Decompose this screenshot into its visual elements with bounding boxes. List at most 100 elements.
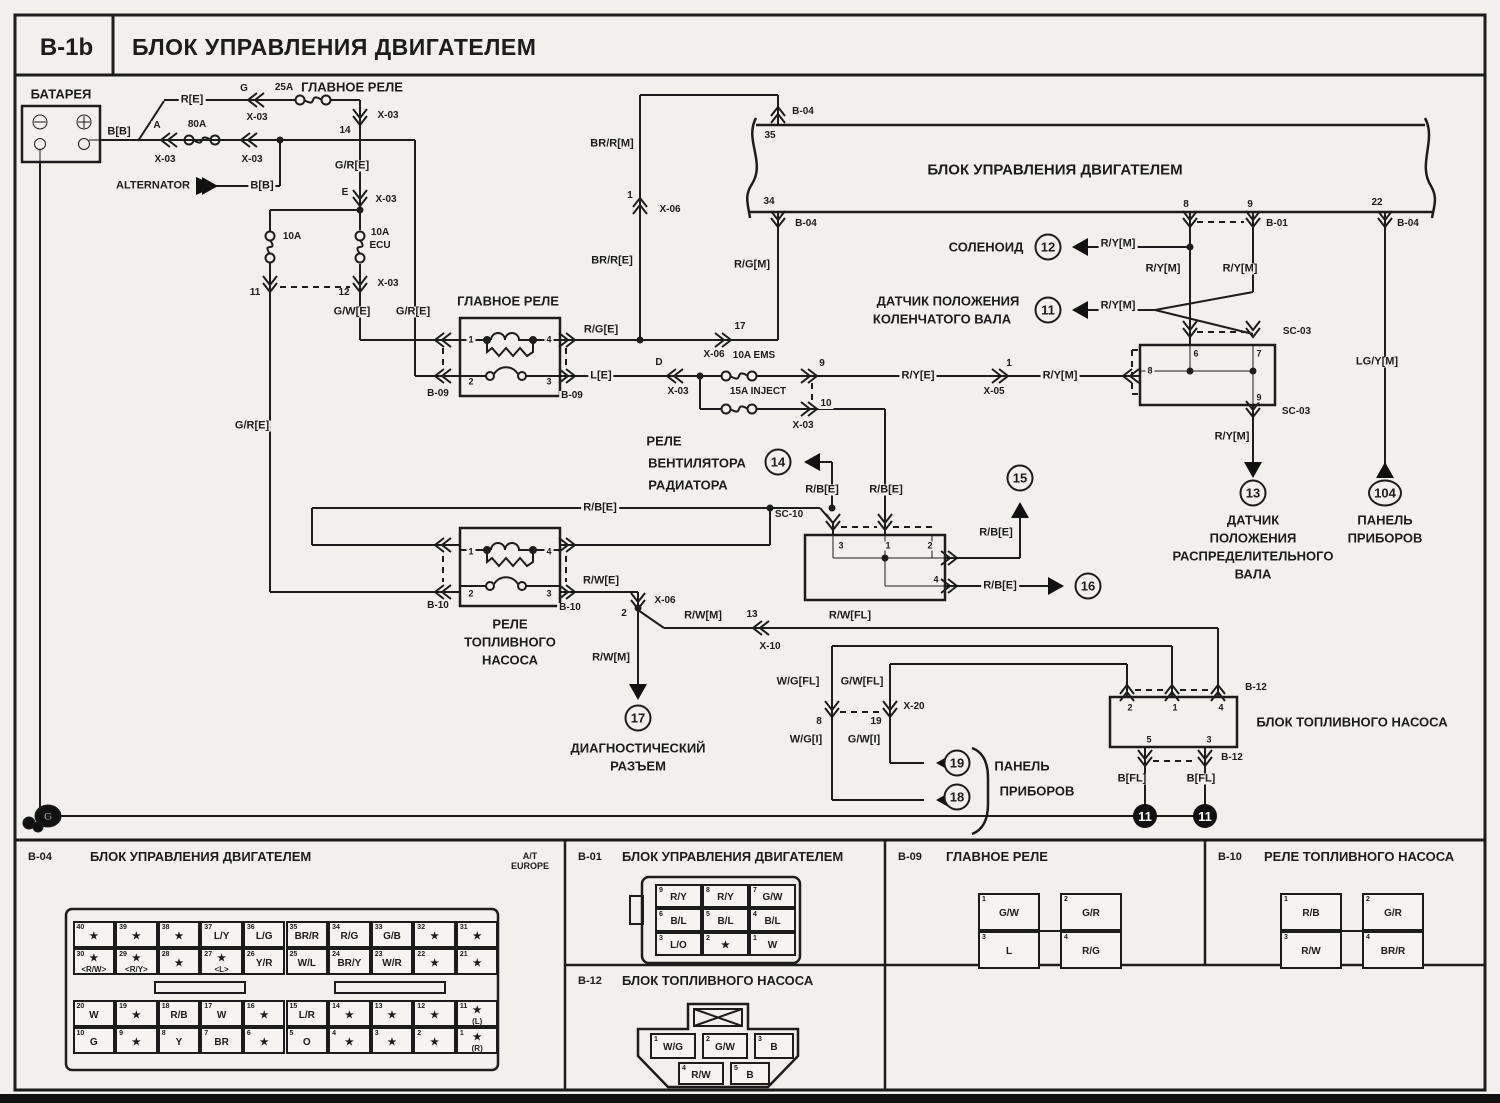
wire-label: X-06 [701,349,727,360]
wire-label: ПАНЕЛЬ [992,758,1052,774]
pin-cell: 32★ [413,921,456,948]
wire-label: R/W[M] [590,651,632,664]
wire-label: 9 [817,358,827,369]
wire-label: ПРИБОРОВ [1345,530,1425,546]
scan-bottom-bar [0,1094,1500,1103]
wire-label: X-03 [244,112,270,123]
wire-label: G/R[E] [332,159,372,172]
pin-cell: 2★ [702,932,749,956]
wire-label: R/B[E] [977,526,1015,539]
wire-label: 35 [762,130,778,141]
pin-cell: 40★ [72,921,116,948]
wire-label: 8 [1181,199,1191,210]
wire-label: СОЛЕНОИД [946,239,1026,255]
wire-label: R/G[E] [581,323,621,336]
wire-label: A [151,120,163,131]
wire-label: R/Y[M] [1040,369,1080,382]
pin-cell: 28★ [157,948,201,975]
wire-label: 1 [1170,702,1180,713]
wire-label: B-10 [557,602,583,613]
wire-label: 5 [1144,734,1154,745]
wire-label: 17 [732,321,748,332]
wire-label: ВАЛА [1232,566,1274,582]
pin-cell: 27★<L> [200,948,243,975]
pin-cell: 19★ [115,1000,158,1027]
wire-label: R/W[M] [682,609,724,622]
pin-cell: 16★ [242,1000,286,1027]
wire-label: РЕЛЕ [644,433,684,449]
page-title: БЛОК УПРАВЛЕНИЯ ДВИГАТЕЛЕМ [132,34,537,60]
wire-label: ПРИБОРОВ [997,783,1077,799]
wire-label: W/G[I] [787,733,825,746]
wire-label: ALTERNATOR [114,179,192,192]
wire-label: R/B[E] [867,483,905,496]
pin-cell: 22★ [413,948,456,975]
wire-label: X-03 [665,386,691,397]
wire-label: НАСОСА [479,652,541,668]
callout-11: 11 [1034,296,1062,324]
wire-label: LG/Y[M] [1353,355,1401,368]
wire-label: ГЛАВНОЕ РЕЛЕ [455,293,561,309]
wire-label: B-04 [793,218,819,229]
wire-label: E [339,187,351,198]
wire-label: 1 [625,190,635,201]
panel-bracket [971,746,990,836]
pin-cell: 2★ [413,1027,456,1054]
wire-label: БЛОК ТОПЛИВНОГО НАСОСА [1254,714,1450,730]
wire-label: X-03 [375,278,401,289]
wire-label: B-10 [425,600,451,611]
wire-label: ДИАГНОСТИЧЕСКИЙ [568,740,708,756]
wire-label: 3 [544,376,554,387]
wire-label: R/Y[M] [1143,262,1183,275]
pin-cell: 12★ [413,1000,456,1027]
wire-label: B-01 [1264,218,1290,229]
pin-cell: 11★(L) [455,1000,499,1027]
wire-label: 13 [744,609,760,620]
wire-label: X-06 [652,595,678,606]
wire-label: ДАТЧИК [1224,512,1282,528]
sc-10-box [803,533,947,602]
wire-label: G/W[I] [845,733,883,746]
wire-label: 4 [1216,702,1226,713]
wire-label: W/G[FL] [774,675,822,688]
wire-label: 10A EMS [730,350,778,361]
wire-label: 6 [1191,348,1201,359]
callout-14: 14 [764,448,792,476]
wire-label: R[E] [178,93,206,106]
pin-cell: 6★ [242,1027,286,1054]
wire-label: 7 [1254,348,1264,359]
pin-cell: 39★ [115,921,158,948]
wire-label: G/W[E] [331,305,373,318]
wire-label: РЕЛЕ [490,616,530,632]
alternator-arrow [196,177,216,195]
wire-label: SC-03 [1280,326,1314,337]
wire-label: G/R[E] [232,419,272,432]
pin-cell: 29★<R/Y> [115,948,158,975]
wire-label: B[B] [105,125,133,138]
b10-code: B-10 [1218,851,1242,863]
b01-code: B-01 [578,851,602,863]
wire-label: 2 [619,608,629,619]
wire-label: РАДИАТОРА [646,477,730,493]
callout-13: 13 [1239,479,1267,507]
wire-label: B-04 [790,106,816,117]
wire-label: 2 [1125,702,1135,713]
wire-label: X-03 [375,110,401,121]
wire-label: SC-10 [772,509,806,520]
